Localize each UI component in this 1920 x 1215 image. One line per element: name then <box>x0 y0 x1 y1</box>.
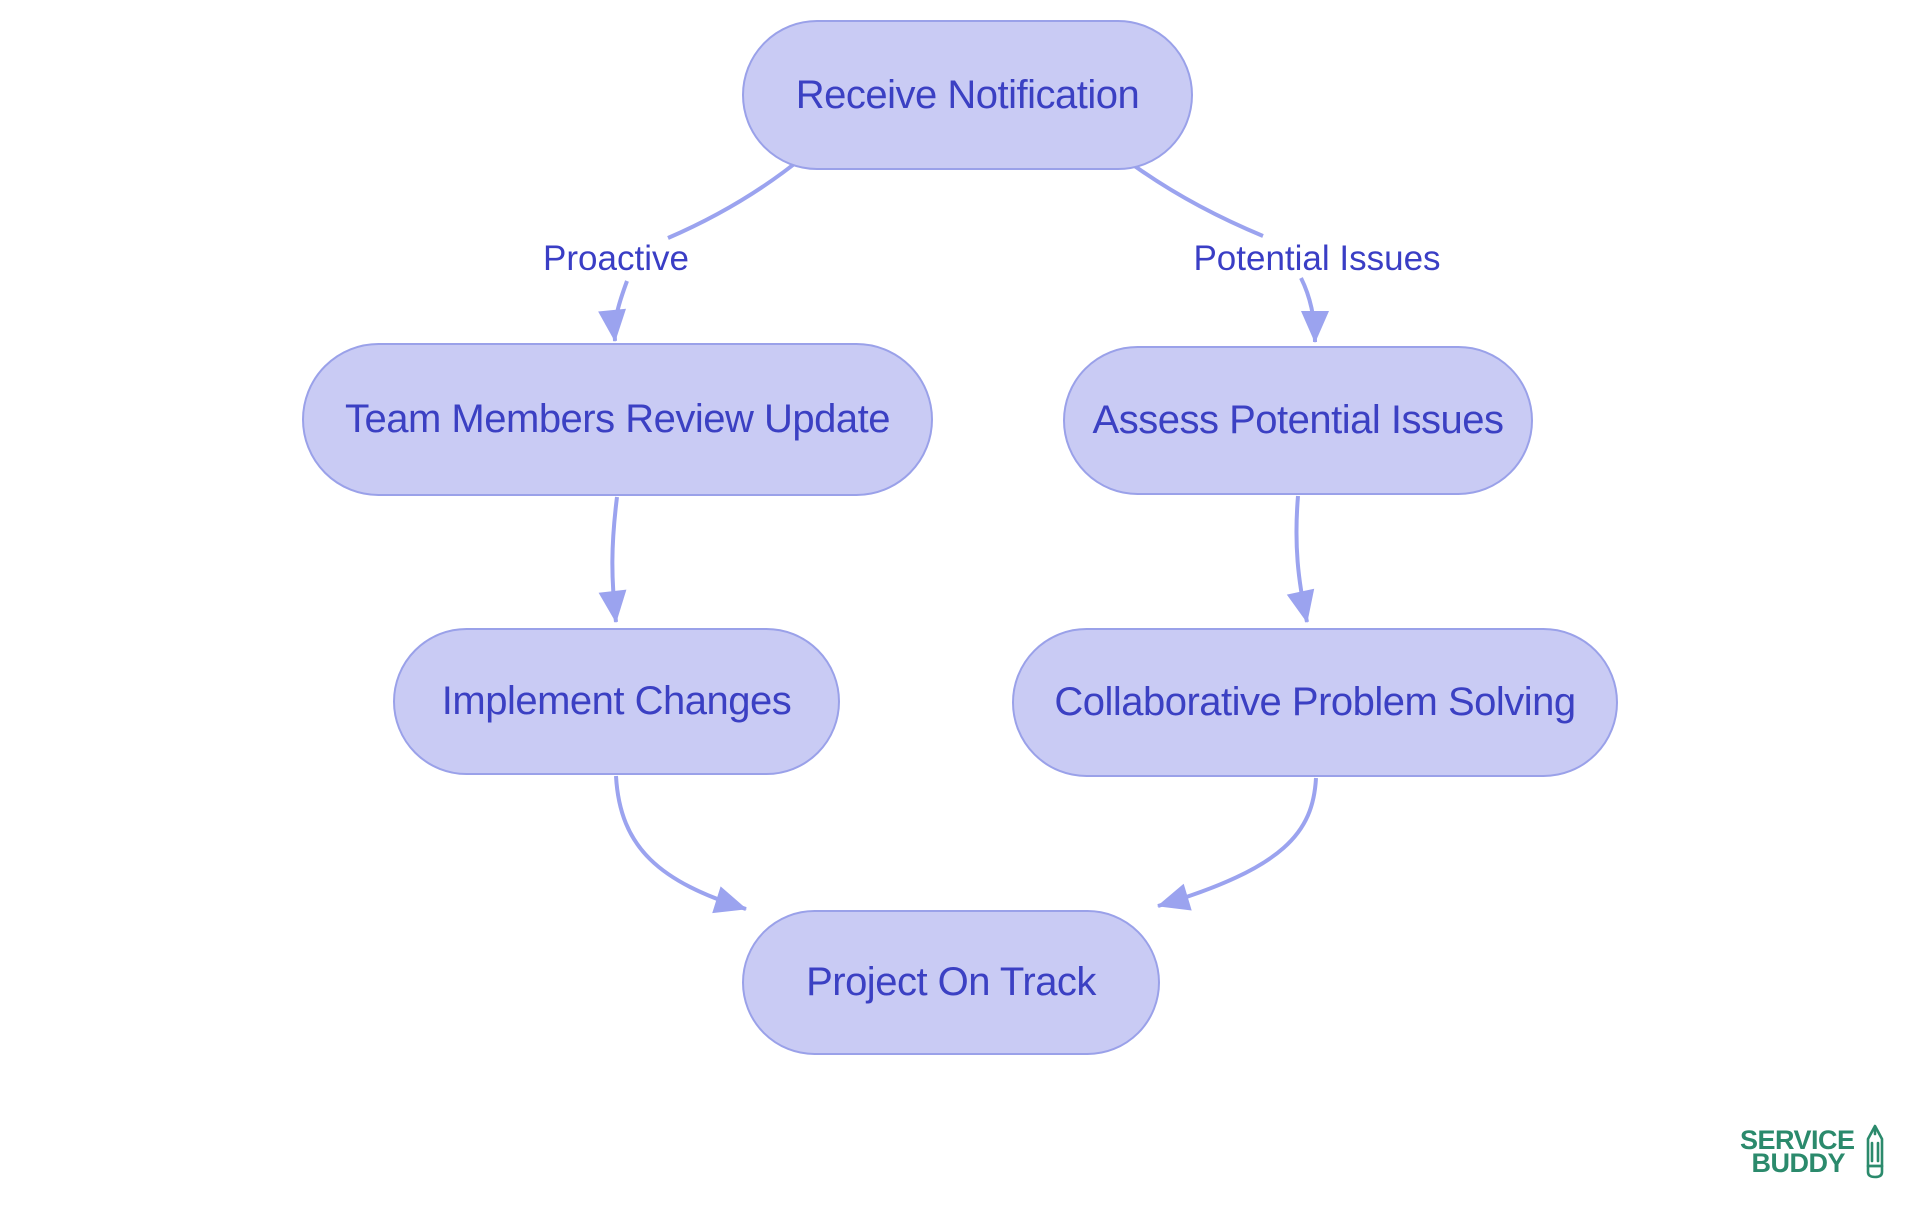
node-team-members-review-update: Team Members Review Update <box>302 343 933 496</box>
node-label: Assess Potential Issues <box>1092 398 1504 442</box>
edge-receive-to-potential-label <box>1123 157 1264 238</box>
node-label: Project On Track <box>806 960 1096 1004</box>
edge-review-to-implement <box>598 496 627 623</box>
service-buddy-logo: SERVICE BUDDY <box>1740 1124 1886 1180</box>
edge-proactive-label-to-review <box>598 280 629 342</box>
edge-implement-to-ontrack <box>614 775 747 914</box>
edge-receive-to-proactive-label <box>667 155 805 240</box>
node-collaborative-problem-solving: Collaborative Problem Solving <box>1012 628 1618 777</box>
node-label: Team Members Review Update <box>345 397 891 441</box>
node-label: Receive Notification <box>795 72 1140 117</box>
edge-label-potential-issues: Potential Issues <box>1193 239 1441 278</box>
edge-collaborative-to-ontrack <box>1157 777 1318 911</box>
logo-wordmark: SERVICE BUDDY <box>1740 1124 1855 1178</box>
node-assess-potential-issues: Assess Potential Issues <box>1063 346 1533 495</box>
node-implement-changes: Implement Changes <box>393 628 840 775</box>
edge-label-proactive: Proactive <box>543 239 689 278</box>
node-project-on-track: Project On Track <box>742 910 1160 1055</box>
edge-potential-label-to-assess <box>1299 277 1329 343</box>
pencil-icon <box>1866 1124 1883 1179</box>
edge-assess-to-collaborative <box>1286 495 1315 623</box>
node-label: Implement Changes <box>441 679 792 723</box>
logo-line1: SERVICE <box>1740 1124 1855 1155</box>
node-label: Collaborative Problem Solving <box>1054 680 1576 724</box>
node-receive-notification: Receive Notification <box>742 20 1193 170</box>
logo-line2: BUDDY <box>1751 1148 1846 1178</box>
